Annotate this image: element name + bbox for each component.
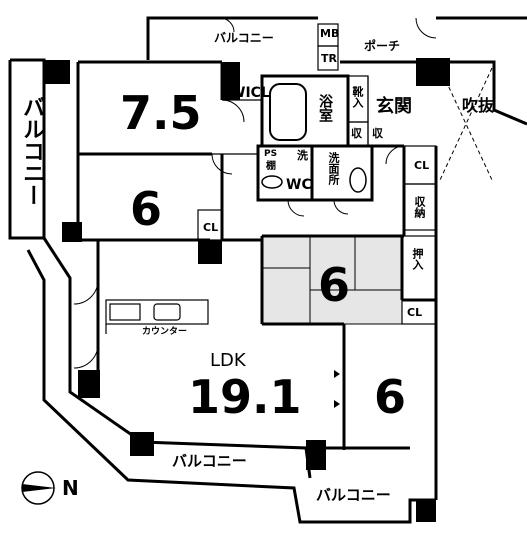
cl-hall-label: CL — [414, 159, 430, 172]
room-c-size: 6 — [374, 370, 407, 424]
mb-label: MB — [320, 27, 340, 40]
bath-label: 浴室 — [317, 94, 333, 122]
tr-label: TR — [321, 52, 337, 65]
tatami-floor — [261, 235, 403, 325]
sentaku-label: 洗 — [297, 149, 308, 162]
washitsu-size: 6 — [318, 258, 351, 312]
ldk-size: 19.1 — [188, 370, 302, 424]
north-arrow-icon — [21, 471, 56, 505]
room-b-size: 6 — [130, 182, 163, 236]
tana-label: 棚 — [266, 161, 276, 172]
oshiire-label: 押入 — [411, 248, 424, 270]
toilet — [261, 175, 283, 189]
door-swings — [73, 17, 437, 369]
partition-arrows — [334, 370, 340, 408]
ldk-label: LDK — [210, 350, 246, 371]
tatami-lines — [262, 236, 402, 324]
kutsuire-label: 靴入 — [351, 86, 364, 108]
wc-label: WC — [286, 177, 312, 193]
fukinuke-label: 吹抜 — [462, 96, 495, 115]
counter-label: カウンター — [142, 327, 188, 337]
washbasin — [349, 167, 367, 193]
porch-label: ポーチ — [364, 39, 401, 53]
room-a-size: 7.5 — [120, 86, 202, 140]
ps-label: PS — [264, 149, 278, 159]
entrance-label: 玄関 — [376, 96, 412, 117]
cl-washitsu-label: CL — [407, 306, 423, 319]
bathtub — [269, 83, 307, 141]
balcony-south-2-label: バルコニー — [316, 486, 391, 504]
north-label: N — [62, 476, 79, 500]
balcony-west-label: バルコニー — [19, 96, 44, 206]
balcony-south-1-label: バルコニー — [172, 452, 247, 470]
cl-room-b-label: CL — [203, 221, 219, 234]
balcony-north-label: バルコニー — [214, 31, 274, 45]
senmenjo-label: 洗面所 — [327, 152, 340, 185]
wicl-label: WICL — [230, 85, 270, 101]
shuno-small-2-label: 収 — [372, 127, 383, 140]
shuno-small-label: 収 — [351, 127, 362, 140]
columns — [44, 58, 450, 522]
thin-lines — [105, 23, 437, 334]
shuno-hall-label: 収納 — [413, 196, 426, 218]
